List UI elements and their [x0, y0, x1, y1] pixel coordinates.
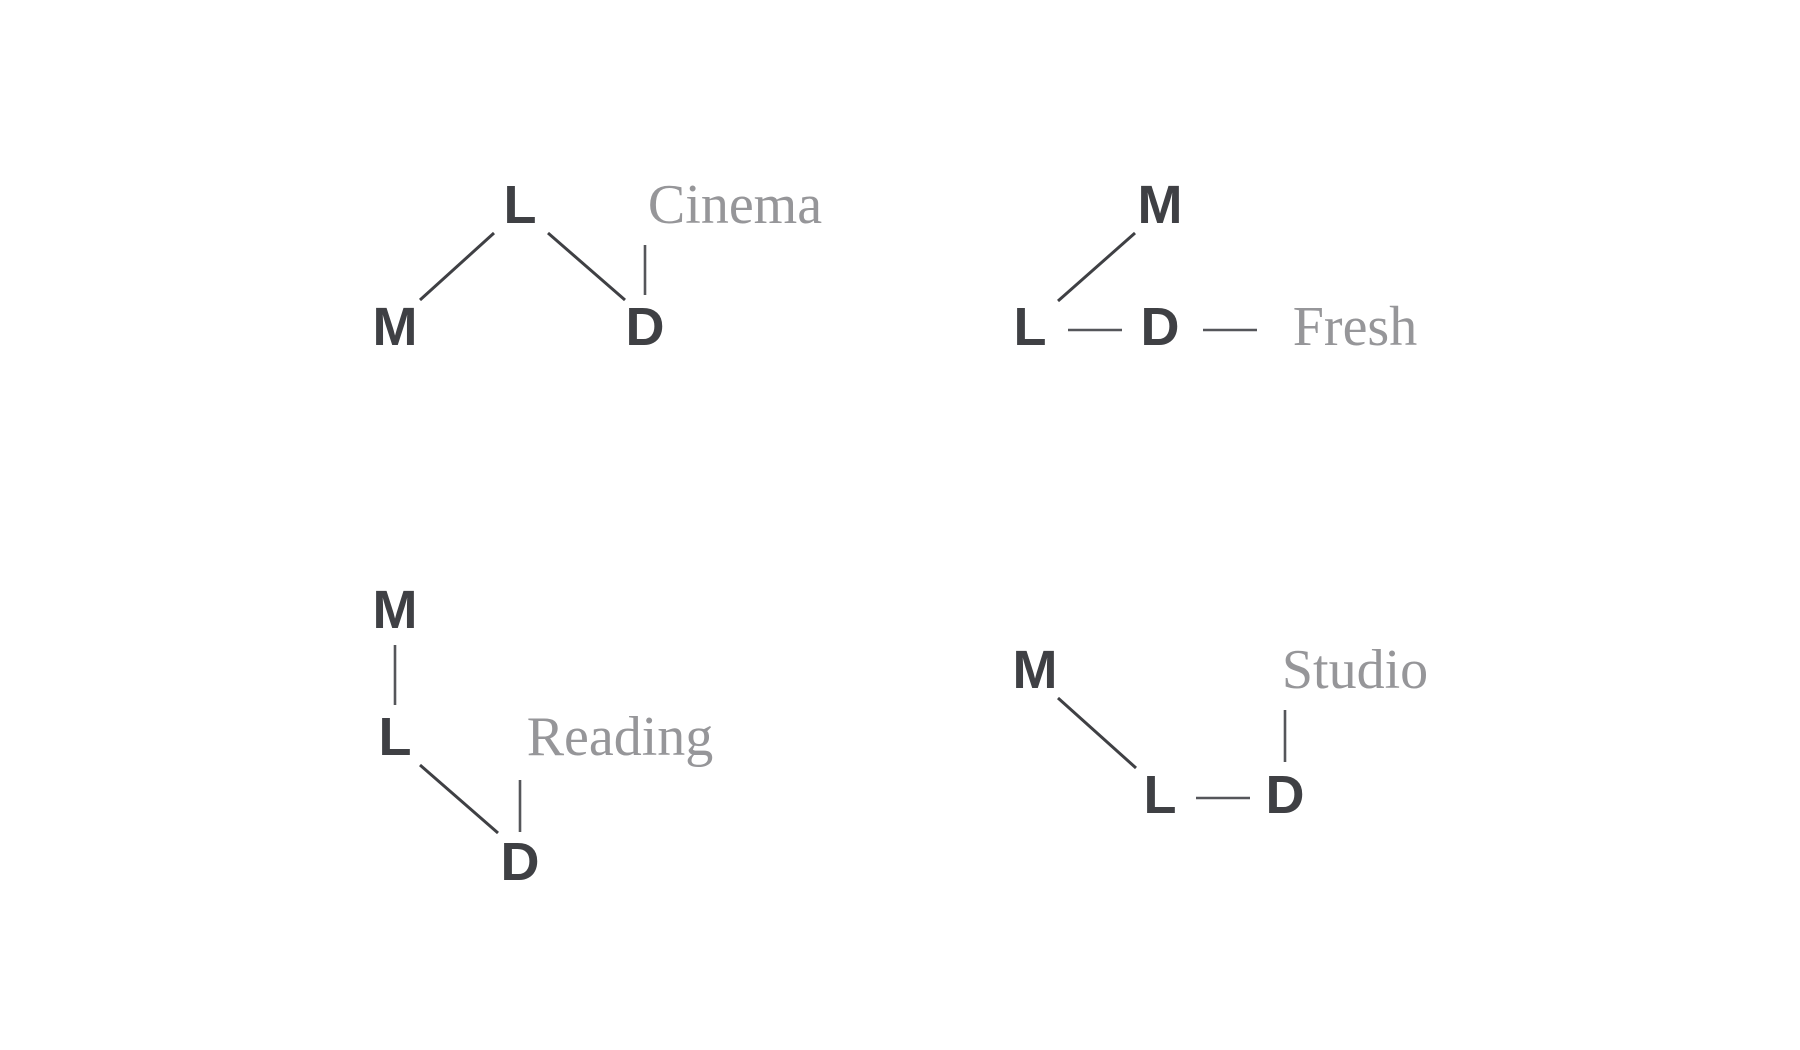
node-studio-D[interactable]: D: [1265, 765, 1305, 825]
node-fresh-L[interactable]: L: [1013, 297, 1047, 357]
node-studio-L[interactable]: L: [1143, 765, 1177, 825]
node-cinema-D[interactable]: D: [625, 297, 665, 357]
label-studio[interactable]: Studio: [1281, 639, 1429, 701]
edge-reading-L-D: [419, 763, 499, 835]
node-fresh-M[interactable]: M: [1137, 175, 1183, 235]
node-reading-M[interactable]: M: [372, 580, 418, 640]
node-reading-L[interactable]: L: [378, 707, 412, 767]
label-cinema[interactable]: Cinema: [647, 174, 823, 236]
node-fresh-D[interactable]: D: [1140, 297, 1180, 357]
edge-fresh-M-L: [1057, 231, 1136, 303]
edge-cinema-L-M: [418, 231, 496, 302]
edge-studio-M-L: [1056, 696, 1138, 770]
edge-cinema-L-D: [547, 231, 626, 302]
node-studio-M[interactable]: M: [1012, 640, 1058, 700]
label-reading[interactable]: Reading: [526, 706, 714, 768]
node-cinema-L[interactable]: L: [503, 175, 537, 235]
node-cinema-M[interactable]: M: [372, 297, 418, 357]
cluster-cinema-edges: [418, 231, 647, 302]
cluster-reading-edges: [393, 645, 522, 835]
node-reading-D[interactable]: D: [500, 832, 540, 892]
label-fresh[interactable]: Fresh: [1292, 296, 1418, 358]
